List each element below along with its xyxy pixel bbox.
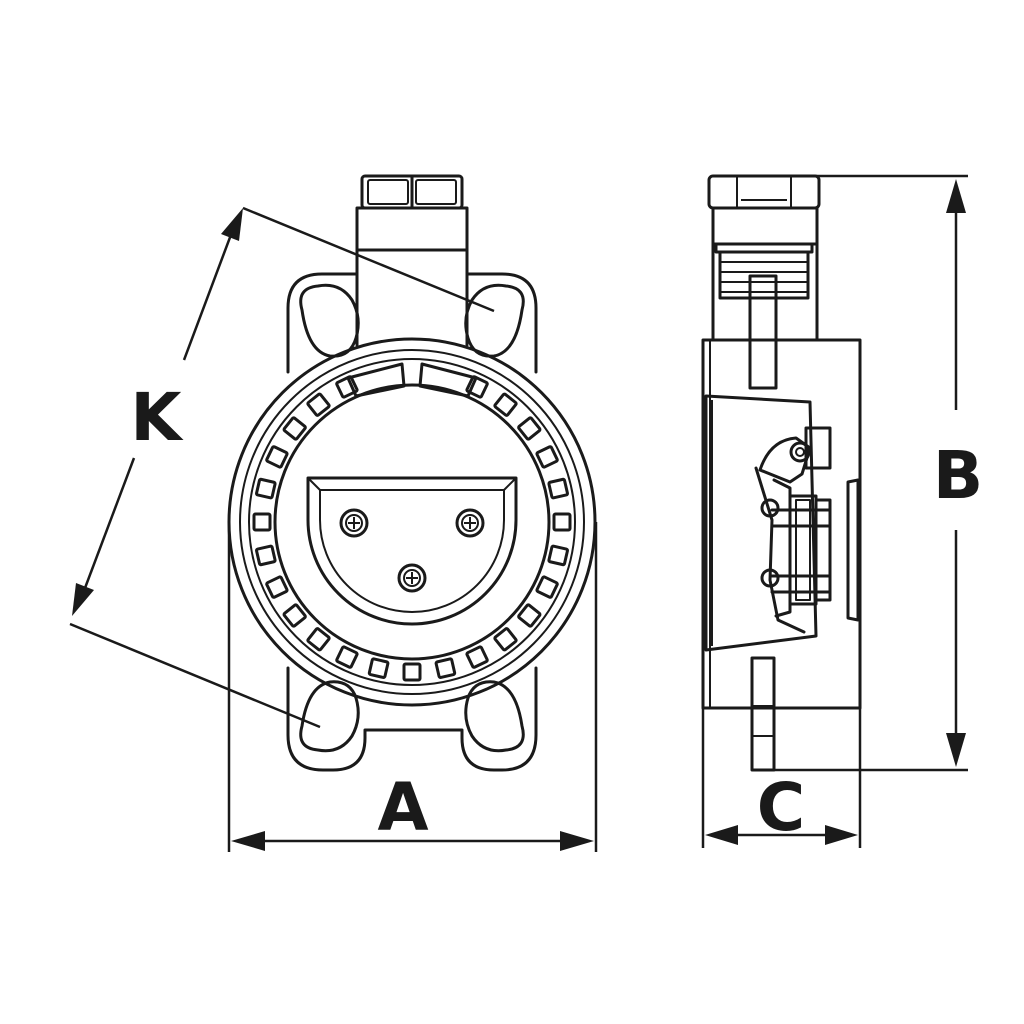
knurl-slot [255,544,277,567]
screw-left-icon [339,508,369,538]
front-mounting-flange [286,272,538,772]
knurl-slot [517,603,542,628]
knurl-slot [306,627,331,652]
knurl-slot [434,657,457,679]
front-round-body [227,337,597,707]
dimension-k: K [69,206,495,729]
knurl-slot [306,392,331,417]
knurl-slot [547,477,569,500]
knurl-slot [552,512,572,532]
dimension-b-label: B [933,437,983,514]
dimension-c-label: C [757,769,805,846]
screw-bottom-icon [397,563,427,593]
knurl-slot [335,645,359,669]
dimension-a: A [227,522,598,852]
knurl-slot [265,445,289,469]
knurl-slot [402,662,422,682]
knurl-slot [282,603,307,628]
knurl-slot [493,392,518,417]
screw-right-icon [455,508,485,538]
front-top-hub [355,174,469,347]
dimension-b: B [762,174,983,772]
side-housing [701,338,862,710]
knurl-slot [465,645,489,669]
side-view [701,174,862,772]
knurl-slot [252,512,272,532]
dimension-a-label: A [377,769,428,846]
knurl-slot [335,375,359,399]
top-slot-windows [346,362,478,398]
receptacle-screws [339,508,485,593]
side-bottom-hub [750,656,776,772]
dimension-c: C [701,700,862,848]
lid-hinge-mechanism [754,426,832,634]
knurl-slot [465,375,489,399]
knurl-slot [265,575,289,599]
knurl-slot [367,657,390,679]
knurl-slot [255,477,277,500]
knurl-slot [493,627,518,652]
receptacle-face [306,476,518,626]
knurl-slot [547,544,569,567]
knurl-grip-ring [252,375,572,682]
knurl-slot [282,416,307,441]
side-top-hub [707,174,821,390]
knurl-slot [535,445,559,469]
dimension-k-label: K [130,379,184,456]
knurl-slot [535,575,559,599]
front-view [227,174,597,772]
knurl-slot [517,416,542,441]
